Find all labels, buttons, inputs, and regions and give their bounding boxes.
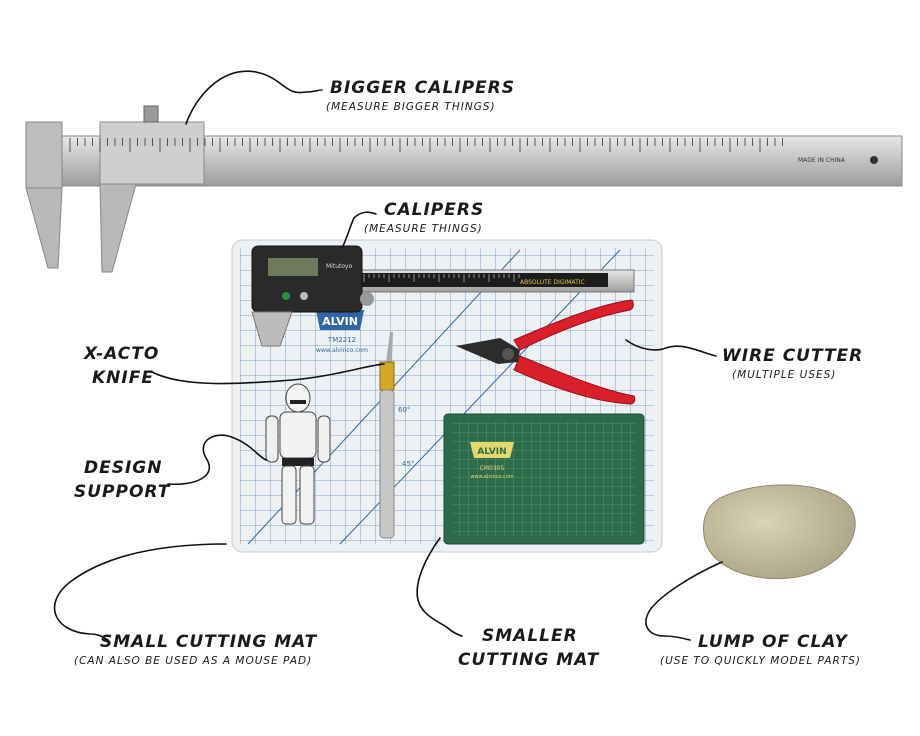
label-xacto-line1: X-ACTO — [84, 344, 160, 364]
label-wire-cutter: WIRE CUTTER — [722, 346, 864, 366]
lump-of-clay — [703, 484, 856, 580]
mat-site: www.alvinco.com — [316, 347, 368, 354]
small-mat-model: CM0305 — [480, 465, 505, 472]
mat-brand: ALVIN — [322, 315, 358, 328]
small-mat-brand: ALVIN — [477, 447, 506, 457]
smaller-cutting-mat: ALVIN CM0305 www.alvinco.com — [443, 413, 645, 545]
caliper-stamp: MADE IN CHINA — [798, 157, 846, 164]
note-small-cutting-mat: (CAN ALSO BE USED AS A MOUSE PAD) — [74, 655, 313, 667]
note-lump-of-clay: (USE TO QUICKLY MODEL PARTS) — [660, 655, 861, 667]
note-bigger-calipers: (MEASURE BIGGER THINGS) — [326, 101, 496, 113]
label-lump-of-clay: LUMP OF CLAY — [698, 632, 848, 652]
label-bigger-calipers: BIGGER CALIPERS — [330, 78, 516, 98]
wire-cutter — [456, 299, 636, 405]
note-wire-cutter: (MULTIPLE USES) — [732, 369, 837, 381]
bigger-calipers: MADE IN CHINA — [25, 105, 903, 273]
angle-45: 45° — [402, 460, 414, 468]
digital-calipers: Mitutoyo ABSOLUTE DIGIMATIC — [251, 245, 635, 347]
label-xacto-line2: KNIFE — [92, 368, 154, 388]
label-calipers: CALIPERS — [384, 200, 485, 220]
note-calipers: (MEASURE THINGS) — [364, 223, 483, 235]
mat-model: TM2212 — [327, 336, 356, 344]
label-smaller-mat-line1: SMALLER — [482, 626, 578, 646]
xacto-knife — [379, 332, 395, 539]
stormtrooper-figure — [265, 383, 331, 525]
caliper-model: ABSOLUTE DIGIMATIC — [520, 279, 585, 286]
angle-60: 60° — [398, 406, 410, 414]
label-design-support-line2: SUPPORT — [74, 482, 171, 502]
label-small-cutting-mat: SMALL CUTTING MAT — [100, 632, 318, 652]
callout-lines — [53, 70, 723, 641]
small-mat-site: www.alvinco.com — [470, 474, 513, 480]
caliper-brand: Mitutoyo — [326, 263, 353, 270]
label-design-support-line1: DESIGN — [84, 458, 163, 478]
label-smaller-mat-line2: CUTTING MAT — [458, 650, 600, 670]
